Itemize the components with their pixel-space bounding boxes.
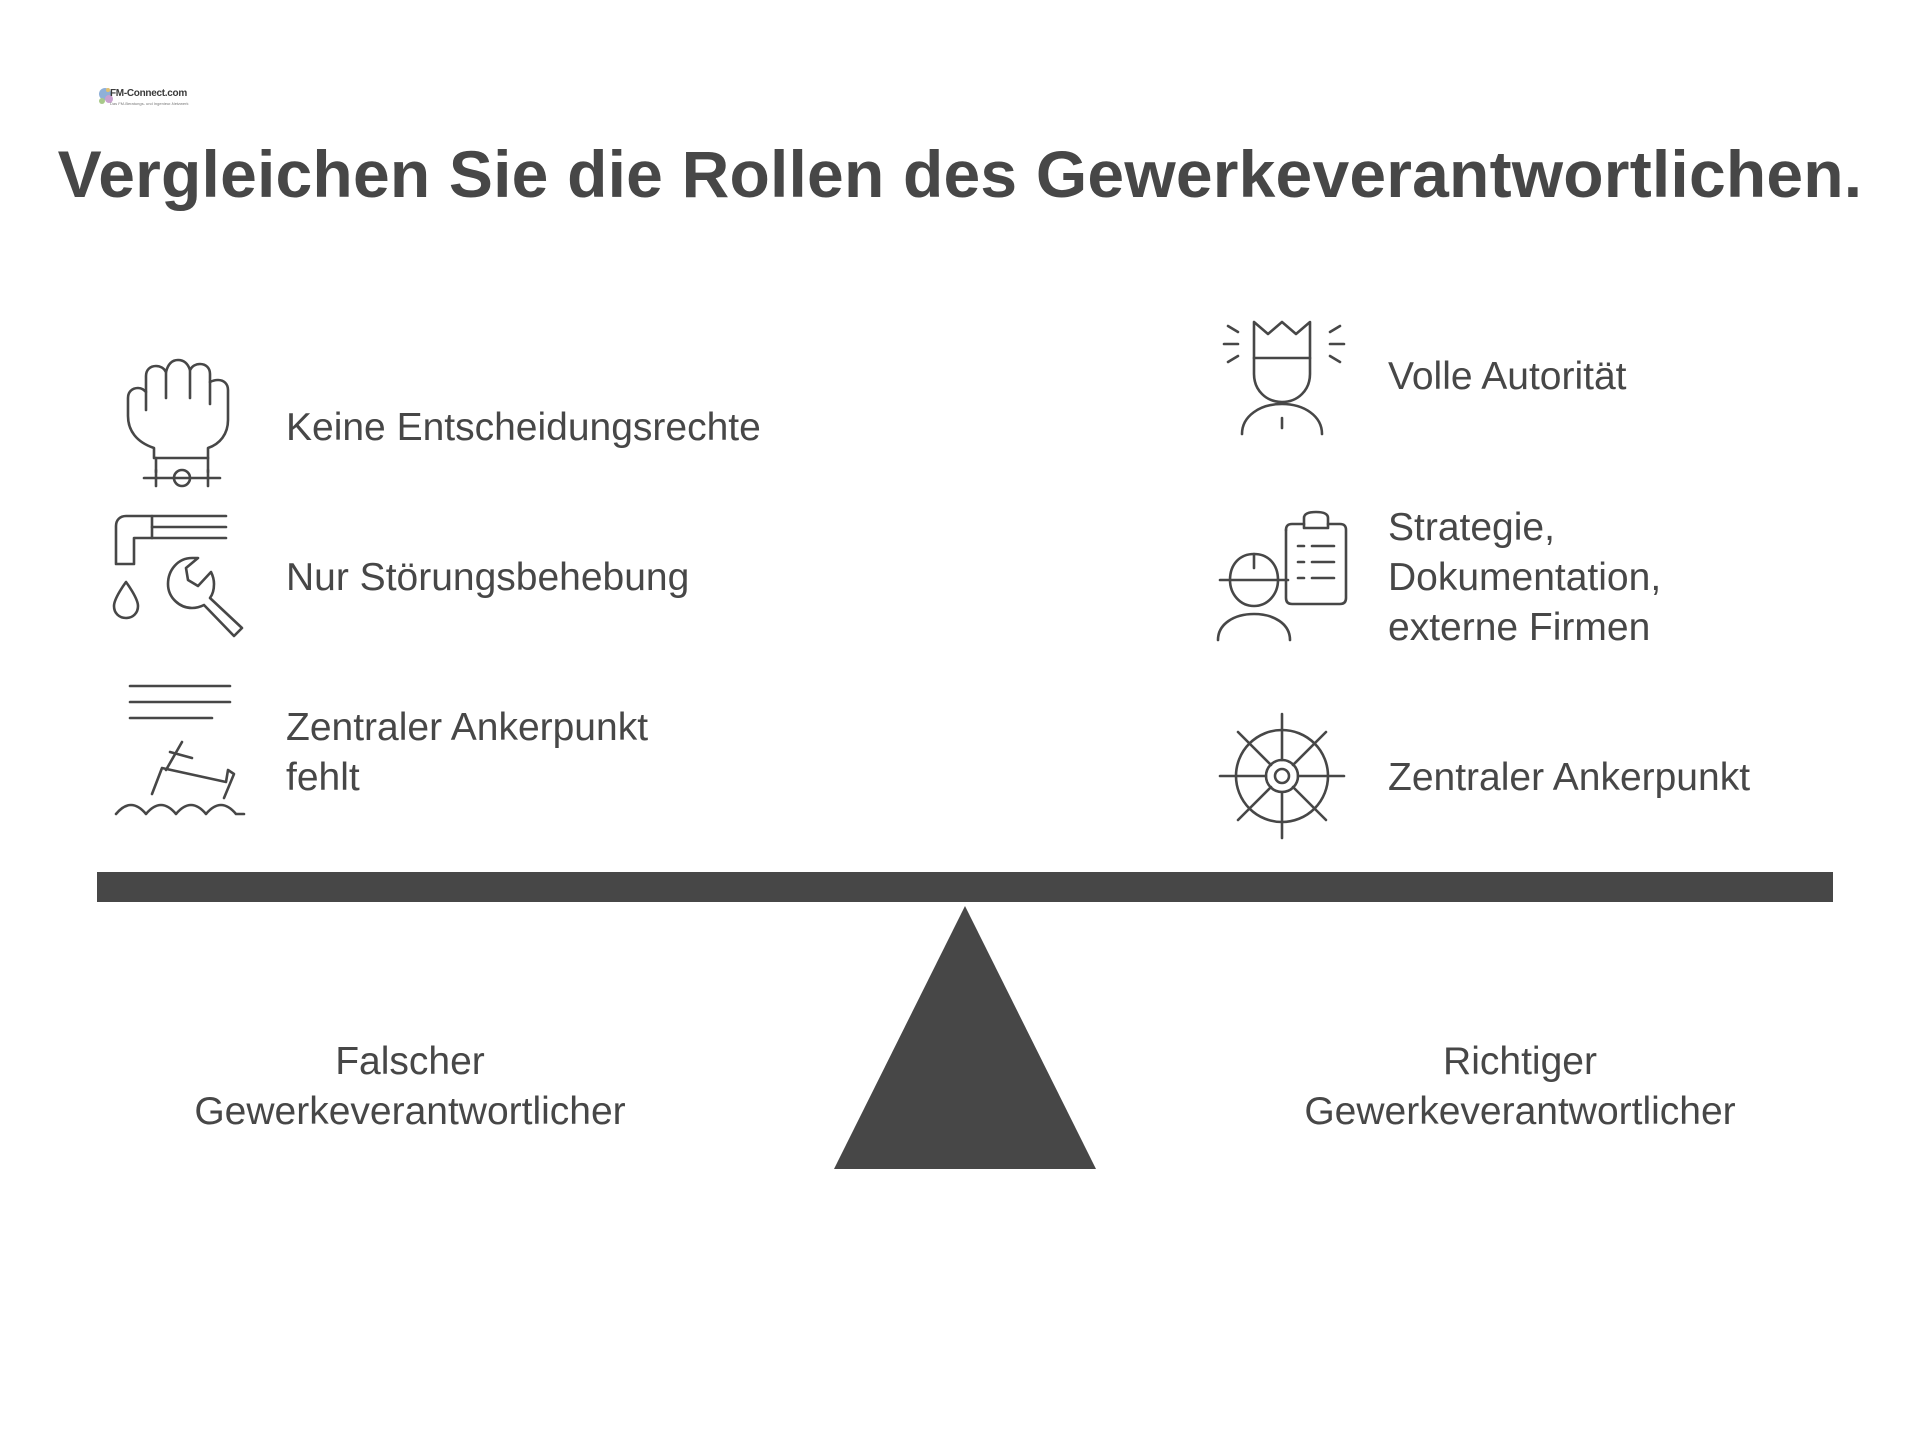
right-item-label: Volle Autorität — [1388, 355, 1627, 398]
pipe-leak-wrench-icon — [110, 508, 246, 642]
right-side-label-text: Richtiger Gewerkeverantwortlicher — [1304, 1040, 1736, 1133]
seesaw-beam — [97, 872, 1833, 902]
seesaw-fulcrum — [834, 906, 1096, 1169]
right-item-label: Zentraler Ankerpunkt — [1388, 756, 1751, 799]
ship-wheel-icon — [1218, 712, 1346, 840]
left-item-label: Nur Störungsbehebung — [286, 556, 690, 599]
left-item-label: Keine Entscheidungsrechte — [286, 406, 761, 449]
sinking-ship-icon — [112, 682, 248, 820]
right-side-label: Richtiger Gewerkeverantwortlicher — [1270, 1037, 1770, 1137]
logo-text: FM-Connect.com — [110, 88, 187, 99]
worker-clipboard-icon — [1216, 510, 1348, 642]
left-item-label: Zentraler Ankerpunkt fehlt — [286, 706, 649, 799]
chained-fist-icon — [122, 358, 242, 490]
right-item-label: Strategie, Dokumentation, externe Firmen — [1388, 506, 1662, 649]
page-title: Vergleichen Sie die Rollen des Gewerkeve… — [57, 137, 1863, 211]
logo: FM-Connect.com Das FM-Beratungs- und Ing… — [96, 82, 189, 116]
left-side-label-text: Falscher Gewerkeverantwortlicher — [194, 1040, 626, 1133]
crowned-person-icon — [1220, 318, 1348, 436]
logo-splash-icon — [99, 88, 113, 104]
left-side-label: Falscher Gewerkeverantwortlicher — [160, 1037, 660, 1137]
logo-subtext: Das FM-Beratungs- und Ingenieur-Netzwerk — [110, 101, 189, 106]
